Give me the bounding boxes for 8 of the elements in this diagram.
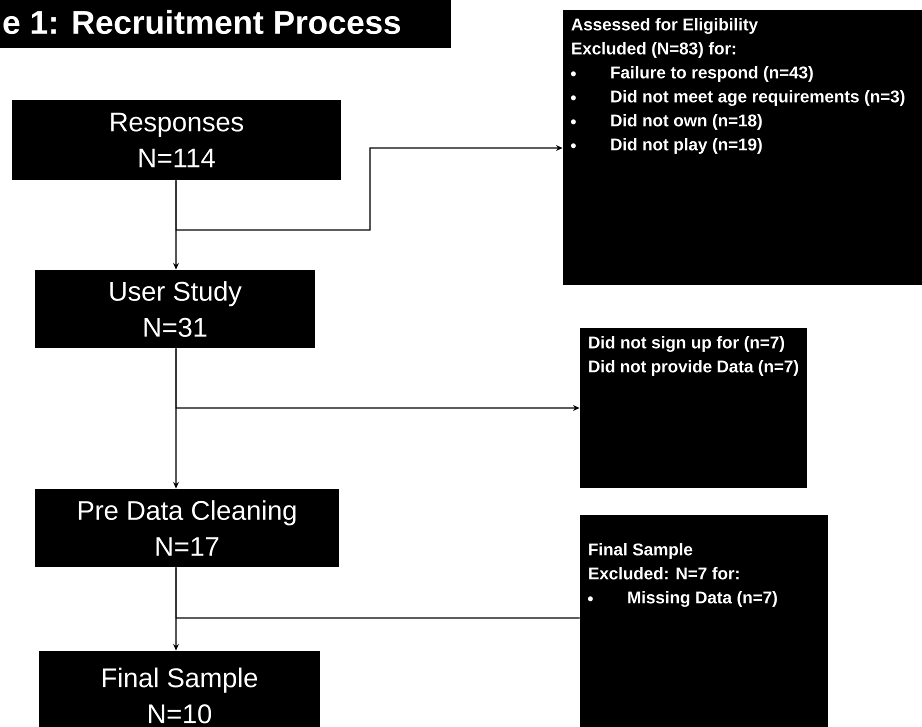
- exclusion-box: Assessed for Eligibility Excluded (N=83) for: Failure to respond (n=43) Did not meet age requirements (n=3) Did not own (n=18) Did not play (n=19): [563, 10, 922, 285]
- exclusion-box: Did not sign up for (n=7) Did not provide Data (n=7): [580, 328, 807, 488]
- process-box: User Study N=31: [35, 270, 315, 348]
- title-box: e 1: Recruitment Process: [0, 0, 451, 48]
- process-box: Final Sample N=10: [39, 651, 320, 727]
- process-box: Responses N=114: [12, 100, 341, 180]
- process-box: Pre Data Cleaning N=17: [35, 489, 339, 567]
- exclusion-box: Final Sample Excluded: N=7 for: Missing Data (n=7): [580, 515, 828, 727]
